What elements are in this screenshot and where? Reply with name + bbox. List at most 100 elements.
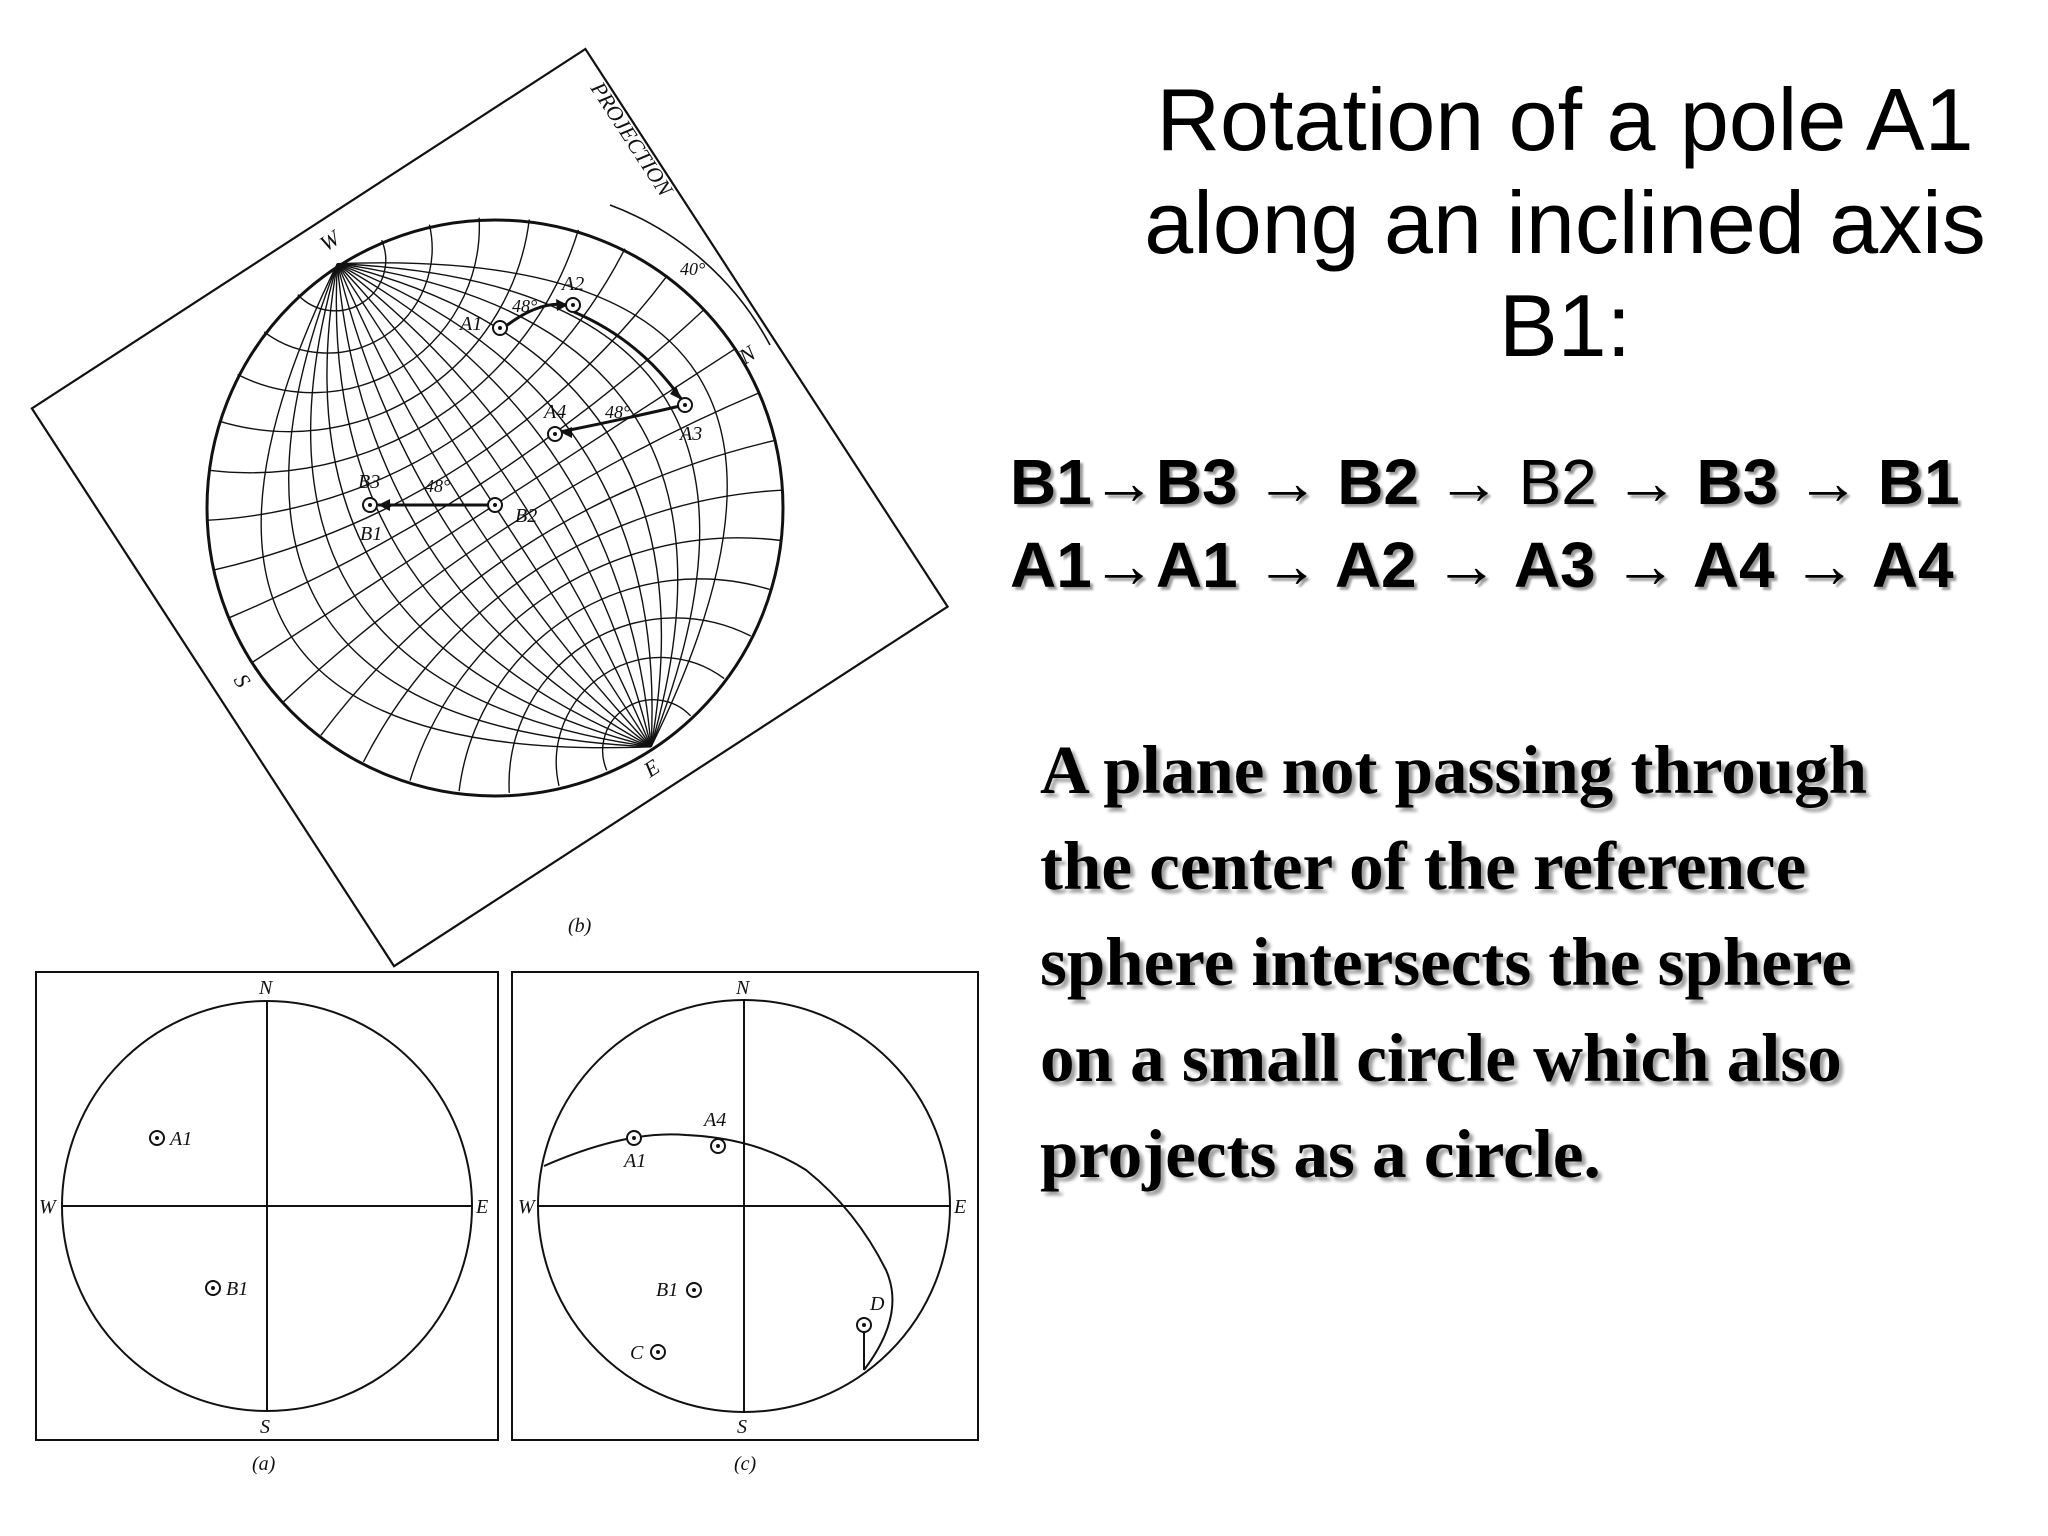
arrow: →	[1792, 529, 1857, 601]
direction-w: W	[518, 1196, 537, 1218]
direction-n: N	[258, 977, 274, 999]
pole-b1	[205, 1280, 221, 1296]
parallel	[602, 699, 692, 771]
pole-a2	[565, 297, 581, 313]
parallel	[206, 248, 626, 522]
figure-c-caption: (c)	[734, 1453, 757, 1475]
title-line-2: along an inclined axis	[1144, 173, 1986, 272]
pole-c	[650, 1344, 666, 1360]
direction-s: S	[229, 669, 256, 692]
seq-a-4: A4	[1692, 529, 1775, 601]
direction-n: N	[735, 977, 751, 999]
direction-e: E	[475, 1196, 488, 1218]
seq-b-0: B1	[1010, 446, 1092, 518]
small-circle-path	[543, 1133, 894, 1371]
paragraph-line-2: the center of the reference	[1040, 828, 1807, 904]
parallel	[555, 656, 725, 787]
parallel	[320, 439, 775, 736]
seq-a-1: A1	[1155, 529, 1238, 601]
pole-b2	[487, 497, 503, 513]
pole-a4	[547, 426, 563, 442]
paragraph-line-1: A plane not passing through	[1040, 732, 1868, 808]
seq-b-2: B2	[1337, 446, 1419, 518]
seq-a-0: A1	[1010, 529, 1092, 601]
projection-label: PROJECTION	[585, 76, 678, 201]
pole-a1	[626, 1130, 642, 1146]
frame-a	[35, 971, 499, 1441]
angle-label-48-left: 48°	[425, 476, 450, 496]
primitive-circle	[205, 218, 785, 798]
label-a2: A2	[560, 273, 584, 295]
parallel	[458, 578, 770, 792]
arrow: →	[1255, 529, 1320, 601]
arrow: →	[1614, 446, 1679, 518]
explanation-paragraph: A plane not passing through the center o…	[1040, 722, 2040, 1202]
label-a1: A1	[458, 313, 482, 335]
seq-b-5: B1	[1877, 446, 1960, 518]
angle-label-48-top: 48°	[512, 296, 537, 316]
parallel	[508, 617, 752, 793]
label-b2: B2	[515, 505, 537, 527]
sequence-a-row: A1→A1 → A2 → A3 → A4 → A4	[1010, 528, 2040, 602]
paragraph-line-3: sphere intersects the sphere	[1040, 924, 1852, 1000]
direction-e: E	[638, 754, 664, 783]
parallel	[228, 308, 706, 619]
seq-b-4: B3	[1696, 446, 1779, 518]
label-a4: A4	[542, 401, 566, 423]
direction-w: W	[315, 224, 345, 256]
pole-a1	[149, 1130, 165, 1146]
pole-a1	[492, 320, 508, 336]
angle-label-40: 40°	[680, 259, 705, 279]
label-b1: B1	[226, 1278, 248, 1300]
pole-b3	[362, 497, 378, 513]
arrowhead	[556, 299, 568, 311]
direction-w: W	[39, 1196, 58, 1218]
parallel	[218, 219, 530, 433]
label-b1: B1	[656, 1279, 678, 1301]
paragraph-line-5: projects as a circle.	[1040, 1116, 1601, 1192]
rotation-arc-a3-a4	[559, 404, 681, 434]
label-a1: A1	[168, 1128, 192, 1150]
frame-c	[511, 971, 979, 1441]
direction-s: S	[737, 1416, 747, 1438]
stereogram-figure-c: A1 A4 B1 C D N S W E (c)	[511, 971, 979, 1475]
label-c: C	[630, 1342, 644, 1364]
figure-a-caption: (a)	[252, 1453, 276, 1475]
pole-d	[856, 1317, 872, 1333]
figure-b-caption: (b)	[568, 915, 592, 937]
parallel	[237, 217, 481, 394]
wulff-net-figure-b: A1 A2 A3 A4 B1 B2 B3 48° 48° 48° 40° W N…	[30, 47, 950, 968]
seq-a-2: A2	[1334, 529, 1417, 601]
slide-title: Rotation of a pole A1 along an inclined …	[1100, 68, 2030, 377]
parallel	[213, 274, 669, 571]
seq-b-3: B2	[1518, 446, 1597, 518]
arrowhead	[670, 386, 682, 400]
parallel	[283, 392, 760, 703]
direction-n: N	[733, 340, 761, 370]
arrow: →	[1091, 529, 1156, 601]
direction-s: S	[260, 1416, 270, 1438]
direction-e: E	[953, 1196, 966, 1218]
parallel	[208, 229, 580, 474]
pole-b1	[686, 1282, 702, 1298]
pole-a4	[710, 1138, 726, 1154]
arrow: →	[1434, 529, 1499, 601]
projection-frame	[30, 47, 950, 968]
stereogram-figure-a: A1 B1 N S W E (a)	[35, 971, 499, 1475]
arrow: →	[1613, 529, 1678, 601]
arrow: →	[1091, 446, 1156, 518]
label-b3: B3	[358, 471, 380, 493]
angle-label-48-mid: 48°	[605, 402, 630, 422]
rotation-arc-a2-a3	[573, 310, 684, 401]
arrow: →	[1255, 446, 1320, 518]
arrow: →	[1436, 446, 1501, 518]
label-d: D	[869, 1293, 885, 1315]
angle-arc-40	[609, 204, 771, 346]
parallel	[263, 224, 433, 354]
arrowhead	[560, 427, 572, 438]
label-a3: A3	[678, 423, 702, 445]
sequence-b-row: B1→B3 → B2 → B2 → B3 → B1	[1010, 445, 2040, 519]
title-line-1: Rotation of a pole A1	[1156, 70, 1974, 169]
seq-b-1: B3	[1155, 446, 1238, 518]
label-a4: A4	[702, 1109, 726, 1131]
